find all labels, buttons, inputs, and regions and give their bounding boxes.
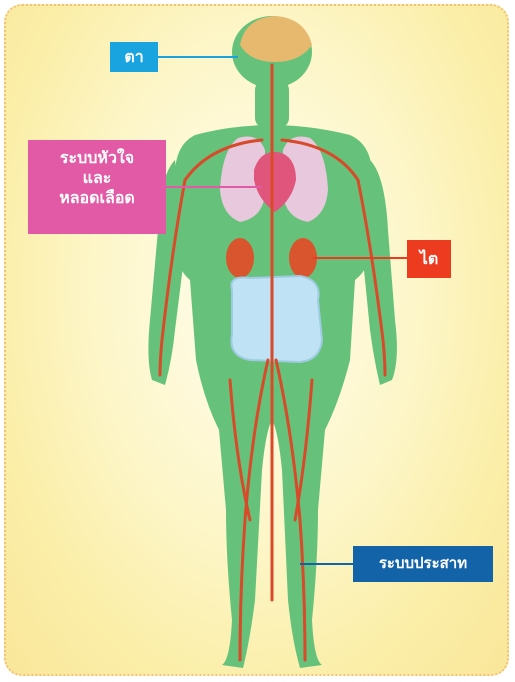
- cardiovascular-label: ระบบหัวใจ และ หลอดเลือด: [28, 140, 166, 234]
- cardiovascular-label-line2: และ: [28, 168, 166, 188]
- kidney-label: ไต: [407, 240, 451, 278]
- left-kidney: [226, 238, 254, 278]
- cardiovascular-label-line3: หลอดเลือด: [28, 188, 166, 208]
- intestines: [231, 276, 322, 362]
- cardiovascular-label-line1: ระบบหัวใจ: [28, 148, 166, 168]
- eye-label: ตา: [110, 42, 158, 72]
- nervous-system-label: ระบบประสาท: [353, 546, 493, 582]
- right-kidney: [289, 238, 317, 278]
